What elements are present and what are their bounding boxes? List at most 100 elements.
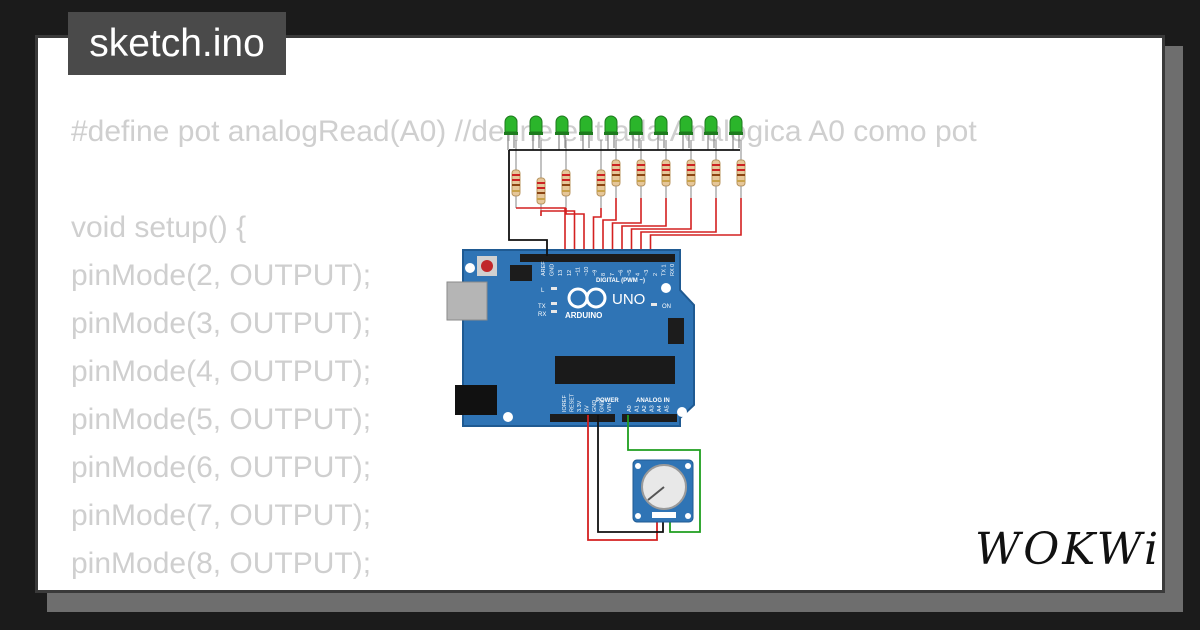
pin-label: RX 0 <box>670 264 676 276</box>
atmega-chip <box>555 356 675 384</box>
resistor <box>686 159 696 187</box>
arduino-logo-icon <box>567 287 607 309</box>
resistor-band <box>687 180 695 182</box>
signal-wire <box>516 207 566 256</box>
resistor-band <box>637 180 645 182</box>
resistor <box>611 159 621 187</box>
pin-label: 3.3V <box>577 400 583 412</box>
board-brand: ARDUINO <box>565 311 602 320</box>
resistor-band <box>562 190 570 192</box>
led[interactable] <box>555 115 569 133</box>
signal-wire <box>621 198 667 256</box>
potentiometer[interactable] <box>632 459 694 523</box>
led-base <box>679 132 693 135</box>
pot-pins <box>652 512 676 518</box>
resistor-band <box>597 184 605 186</box>
pin-label: 7 <box>610 273 616 276</box>
signal-wire <box>592 208 602 256</box>
resistor-band <box>712 164 720 166</box>
pin-label: A0 <box>627 405 633 412</box>
resistor <box>636 159 646 187</box>
resistor-band <box>662 164 670 166</box>
resistor-band <box>637 174 645 176</box>
resistor-band <box>687 164 695 166</box>
led-base <box>579 132 593 135</box>
pin-label: 8 <box>601 273 607 276</box>
power-header[interactable] <box>550 414 615 422</box>
digital-header[interactable] <box>520 254 675 262</box>
tx-label: TX <box>538 304 546 310</box>
led[interactable] <box>704 115 718 133</box>
mount-hole <box>465 263 475 273</box>
led[interactable] <box>679 115 693 133</box>
board-model: UNO <box>612 291 645 308</box>
resistor-band <box>597 179 605 181</box>
resistor-band <box>612 174 620 176</box>
resistor-band <box>597 190 605 192</box>
resistor-band <box>712 174 720 176</box>
analog-header[interactable] <box>622 414 677 422</box>
resistor-band <box>737 164 745 166</box>
signal-wire <box>611 198 642 256</box>
pin-label: A4 <box>657 405 663 412</box>
vcc-wire <box>587 415 658 541</box>
power-jack <box>455 385 497 415</box>
signal-wire <box>649 198 742 256</box>
pin-label: A2 <box>642 405 648 412</box>
pin-label: A3 <box>650 405 656 412</box>
l-led <box>551 287 557 290</box>
resistor-band <box>512 190 520 192</box>
mount-hole <box>503 412 513 422</box>
rx-label: RX <box>538 312 546 318</box>
code-line: pinMode(5, OUTPUT); <box>71 403 372 436</box>
pin-label: ~10 <box>584 267 590 276</box>
code-line: pinMode(7, OUTPUT); <box>71 499 372 532</box>
led-wires <box>509 149 742 256</box>
led[interactable] <box>729 115 743 133</box>
led[interactable] <box>604 115 618 133</box>
pin-label: 12 <box>567 270 573 276</box>
pin-label: 5V <box>585 405 591 412</box>
led-base <box>629 132 643 135</box>
led-row <box>504 115 743 150</box>
resistor <box>561 169 571 197</box>
signal-wire <box>640 198 717 256</box>
arduino-uno-board[interactable]: UNO ARDUINO DIGITAL (PWM ~) TX RX L ON P… <box>446 249 695 427</box>
reset-button-cap <box>481 260 493 272</box>
led[interactable] <box>504 115 518 133</box>
pin-label: ~5 <box>627 270 633 276</box>
pin-label: RESET <box>570 393 576 412</box>
icsp-header-2 <box>668 318 684 344</box>
rx-led <box>551 310 557 313</box>
resistor-band <box>512 179 520 181</box>
led[interactable] <box>629 115 643 133</box>
analog-label: ANALOG IN <box>636 398 670 404</box>
resistor-row <box>511 140 746 216</box>
led[interactable] <box>529 115 543 133</box>
code-line: pinMode(8, OUTPUT); <box>71 547 372 580</box>
code-line: pinMode(4, OUTPUT); <box>71 355 372 388</box>
led-base <box>504 132 518 135</box>
resistor-band <box>612 164 620 166</box>
resistor-band <box>712 180 720 182</box>
resistor <box>661 159 671 187</box>
resistor <box>536 177 546 205</box>
resistor-band <box>537 192 545 194</box>
resistor <box>596 169 606 197</box>
wokwi-logo: WOKWi <box>975 524 1162 575</box>
mount-hole <box>661 283 671 293</box>
resistor <box>511 169 521 197</box>
signal-wire <box>565 208 585 256</box>
pin-label: AREF <box>541 261 547 276</box>
code-line: pinMode(3, OUTPUT); <box>71 307 372 340</box>
resistor-band <box>512 174 520 176</box>
signal-wire <box>630 198 692 256</box>
led[interactable] <box>654 115 668 133</box>
led-base <box>729 132 743 135</box>
resistor-band <box>712 169 720 171</box>
on-label: ON <box>662 304 671 310</box>
led[interactable] <box>579 115 593 133</box>
